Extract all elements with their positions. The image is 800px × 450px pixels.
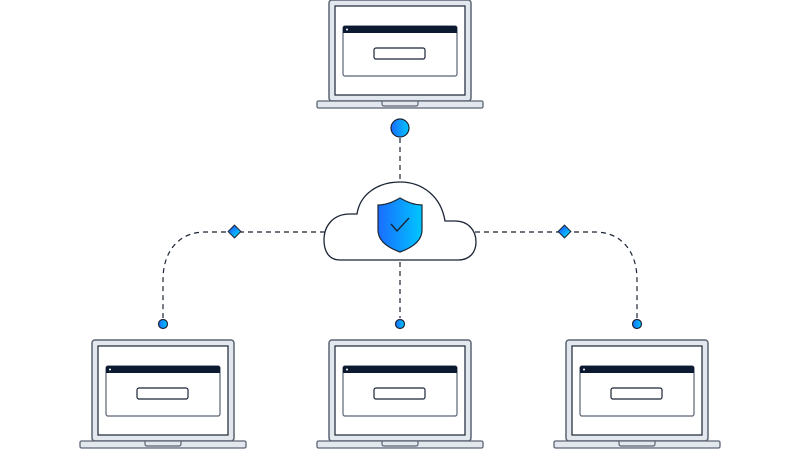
laptop-right [553,339,721,449]
connector-right [475,231,638,318]
left-node-dot [157,318,169,330]
top-node-dot [390,118,410,138]
shield-check-icon [377,197,423,253]
right-diamond-marker [557,224,572,239]
center-node-dot [394,318,406,330]
laptop-center [316,339,484,449]
laptop-top [316,0,484,109]
connector-left [162,231,325,318]
laptop-left [79,339,247,449]
checkmark-icon [390,217,410,233]
connectors [162,138,638,318]
right-node-dot [631,318,643,330]
left-diamond-marker [227,224,242,239]
